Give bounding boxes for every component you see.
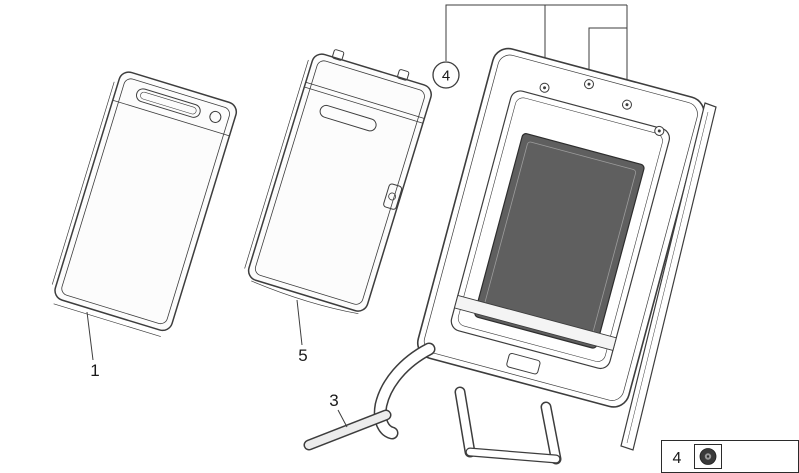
rod-part-3-drawing xyxy=(303,409,392,451)
part-4-callout-circle[interactable] xyxy=(432,61,460,89)
panel-1-edge-thickness xyxy=(51,81,161,337)
part-4-callout-label[interactable]: 4 xyxy=(442,68,450,85)
nut-icon xyxy=(699,448,717,465)
frame-legs-drawing xyxy=(373,342,562,465)
frame-nut-bolts xyxy=(539,79,665,136)
nut-bolt-center xyxy=(657,129,661,133)
panel-5-top-rail xyxy=(304,81,425,124)
backrest-panel-5-drawing xyxy=(244,49,432,315)
part-1-leader-line xyxy=(86,311,94,361)
part-4-callout[interactable]: 4 xyxy=(432,61,460,89)
panel-1-latch-hole xyxy=(209,110,222,123)
frame-bottom-crossbar xyxy=(453,294,617,351)
part-1-label[interactable]: 1 xyxy=(90,361,99,380)
seat-frame-drawing xyxy=(416,47,705,408)
part-3-label[interactable]: 3 xyxy=(329,391,338,410)
panel-5-inner-line xyxy=(254,60,425,305)
panel-1-handle-slot xyxy=(136,88,201,118)
legend-box-border xyxy=(661,440,799,473)
panel-5-edge-thickness xyxy=(244,59,359,315)
panel-1-top-band xyxy=(112,99,230,137)
frame-right-leg-fill xyxy=(542,403,560,463)
panel-1-outline xyxy=(54,71,238,332)
panel-5-latch xyxy=(383,183,403,210)
rod-fill xyxy=(305,411,390,449)
side-trim-strip-drawing xyxy=(620,102,717,451)
nut-bolt-center xyxy=(625,103,629,107)
frame-outer-inner-line xyxy=(423,54,698,401)
panel-5-top-clip-left xyxy=(332,49,345,61)
part-3-leader-line xyxy=(337,409,348,428)
trim-strip-inner-line xyxy=(626,111,709,444)
part-5-leader-line xyxy=(296,299,303,346)
frame-dark-panel xyxy=(474,133,645,349)
panel-5-top-clip-right xyxy=(397,69,410,81)
frame-foot-crossbar-fill xyxy=(466,448,560,463)
panel-1-inner-line xyxy=(61,78,230,325)
frame-opening-outline xyxy=(450,90,671,370)
trim-strip-outline xyxy=(620,102,717,451)
frame-opening-inner-line xyxy=(457,97,663,362)
legend-box[interactable]: 4 xyxy=(661,440,799,473)
panel-5-latch-pin xyxy=(388,192,397,201)
panel-5-handle-slot xyxy=(319,104,377,132)
nut-icon-center xyxy=(706,455,710,458)
frame-mid-leg-fill xyxy=(456,388,474,456)
frame-left-foot-fill xyxy=(375,344,434,438)
legend-item-number: 4 xyxy=(673,450,682,467)
backrest-panel-1-drawing xyxy=(51,71,238,337)
panel-5-outline xyxy=(247,53,432,312)
part-5-label[interactable]: 5 xyxy=(298,346,307,365)
panel-1-handle-inner xyxy=(140,91,197,115)
frame-bottom-latch xyxy=(506,352,541,375)
nut-bolt-center xyxy=(587,82,591,86)
nut-bolt-center xyxy=(543,86,547,90)
